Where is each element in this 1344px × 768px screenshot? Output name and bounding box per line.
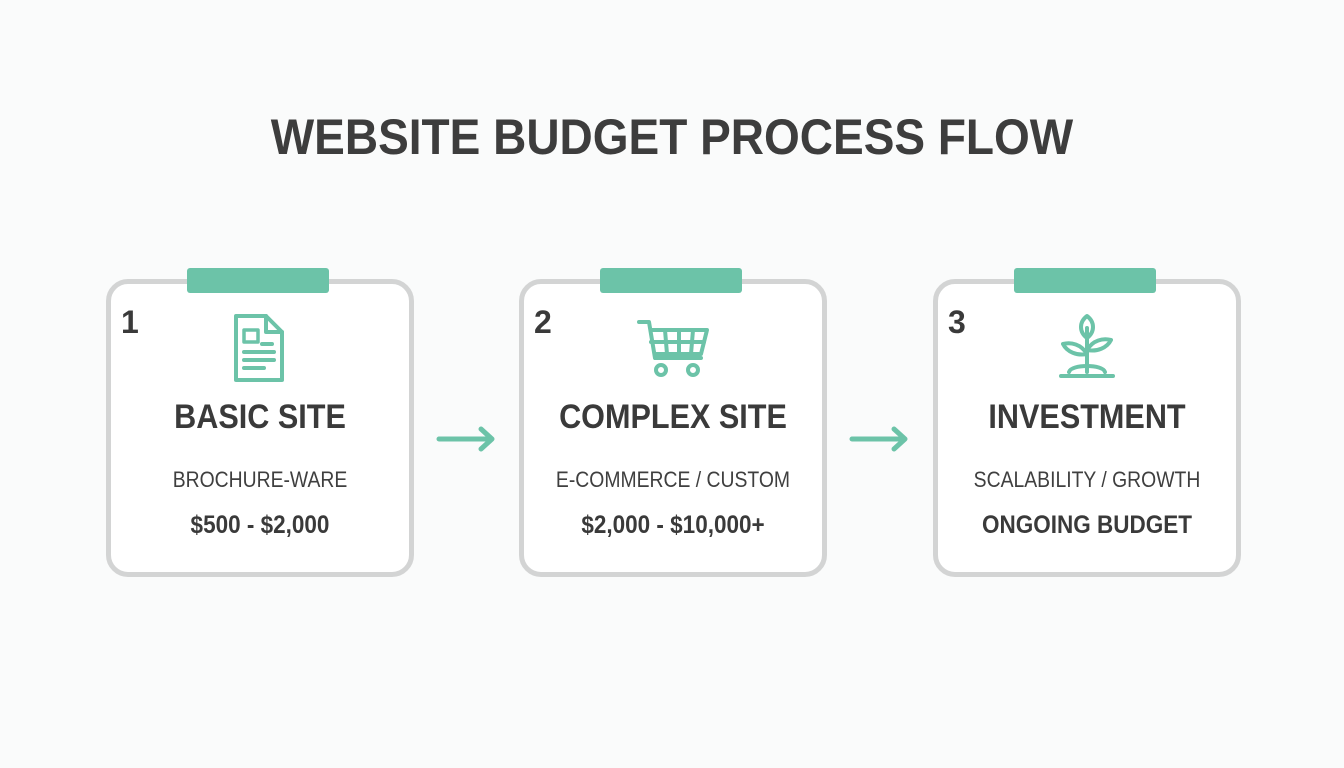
- card-tab-accent: [600, 268, 742, 293]
- card-tab-accent: [1014, 268, 1156, 293]
- step-heading: COMPLEX SITE: [559, 398, 787, 436]
- step-heading: BASIC SITE: [174, 398, 346, 436]
- step-subtitle: SCALABILITY / GROWTH: [973, 467, 1201, 492]
- step-number: 1: [121, 304, 139, 340]
- shopping-cart-icon: [633, 308, 713, 388]
- step-card-investment: 3 INVESTMENT SCALABILITY / GROWTH ONGOIN…: [933, 268, 1241, 577]
- step-number: 3: [948, 304, 966, 340]
- arrow-right-icon: [848, 424, 910, 454]
- step-price: $2,000 - $10,000+: [581, 511, 765, 539]
- step-subtitle: E-COMMERCE / CUSTOM: [555, 467, 791, 492]
- step-card-basic-site: 1 BASIC SITE BROCHURE-WARE $500 - $2,000: [106, 268, 414, 577]
- step-price: $500 - $2,000: [190, 511, 330, 539]
- step-card-complex-site: 2 COMPLEX SITE E-COMMERCE / CUSTOM $2,00…: [519, 268, 827, 577]
- arrow-right-icon: [435, 424, 497, 454]
- step-subtitle: BROCHURE-WARE: [172, 467, 348, 492]
- step-price: ONGOING BUDGET: [981, 511, 1193, 539]
- card-tab-accent: [187, 268, 329, 293]
- page-title: WEBSITE BUDGET PROCESS FLOW: [270, 109, 1074, 165]
- document-icon: [220, 308, 300, 388]
- step-heading: INVESTMENT: [988, 398, 1186, 436]
- sprout-icon: [1047, 308, 1127, 388]
- step-number: 2: [534, 304, 552, 340]
